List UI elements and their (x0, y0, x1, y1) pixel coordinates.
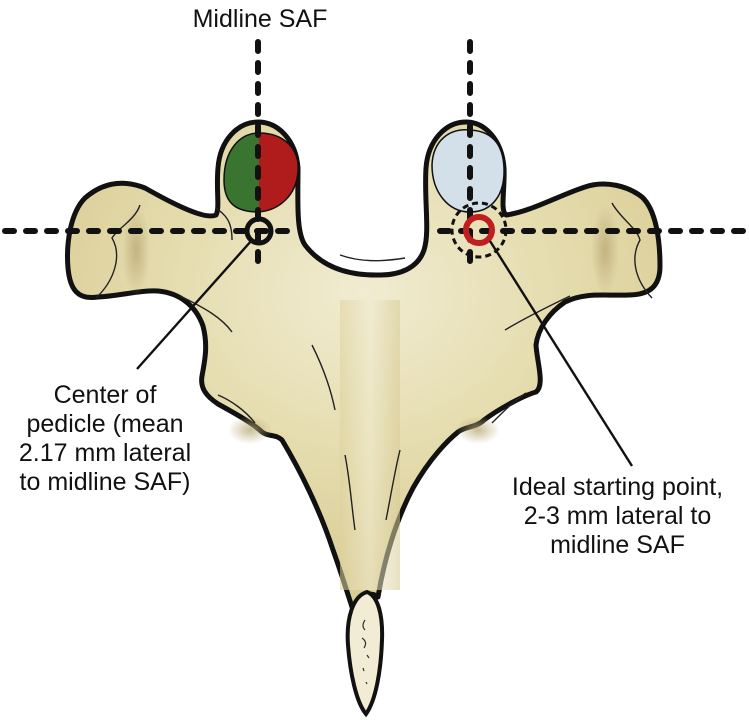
shadow-left-tp (122, 204, 150, 296)
left-pedicle-lateral-red (259, 133, 299, 212)
contour-lines (95, 202, 653, 531)
left-pedicle (223, 132, 299, 213)
center-label-line: to midline SAF) (19, 468, 191, 496)
leader-line-center-pedicle (136, 239, 253, 370)
center-label-line: 2.17 mm lateral (18, 439, 192, 467)
shadow-right-tp (591, 204, 619, 296)
shadow-right-lamina (456, 416, 500, 444)
center-of-pedicle-label: Center of pedicle (mean 2.17 mm lateral … (0, 381, 210, 497)
center-label-line: pedicle (mean (26, 410, 184, 438)
ideal-label-line: 2-3 mm lateral to (523, 502, 712, 530)
midline-saf-label: Midline SAF (192, 5, 328, 33)
left-pedicle-medial-green (224, 133, 259, 212)
red-ring-icon (463, 214, 495, 246)
ideal-label-line: Ideal starting point, (511, 473, 724, 501)
spine-highlight (340, 300, 400, 590)
spinous-tip-texture (361, 619, 370, 685)
reference-lines (2, 39, 749, 268)
spinous-process-tip (345, 589, 385, 718)
dashed-circle-icon (450, 201, 508, 259)
shadow-left-lamina (228, 416, 272, 444)
center-label-line: Center of (53, 381, 157, 409)
leader-line-ideal-start (488, 240, 634, 467)
ideal-label-line: midline SAF (550, 531, 685, 559)
ideal-starting-point-label: Ideal starting point, 2-3 mm lateral to … (490, 473, 745, 560)
crosshair-circle-icon (244, 216, 274, 246)
